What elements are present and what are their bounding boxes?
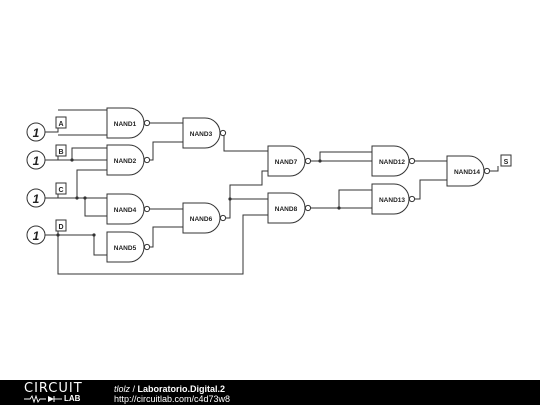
gate-nand4[interactable]: NAND4 [106, 193, 151, 225]
logo-wordmark: CIRCUIT [24, 381, 83, 396]
gate-nand5-label: NAND5 [114, 245, 137, 252]
label-a: A [58, 121, 63, 128]
input-source-c[interactable]: 1 C [26, 182, 67, 208]
junction-dots [56, 158, 341, 237]
label-c: C [58, 187, 63, 194]
label-b: B [58, 149, 63, 156]
gate-nand6[interactable]: NAND6 [182, 202, 227, 234]
wires [45, 109, 499, 275]
output-s[interactable]: S [500, 154, 512, 167]
gate-nand7-label: NAND7 [275, 159, 298, 166]
footer-bar: CIRCUIT LAB tlolz / Laboratorio.Digital.… [0, 380, 540, 405]
gate-nand14-label: NAND14 [454, 169, 480, 176]
breadcrumb: tlolz / Laboratorio.Digital.2 [114, 384, 225, 394]
breadcrumb-separator: / [130, 384, 138, 394]
gate-nand5[interactable]: NAND5 [106, 231, 151, 263]
output-s-label: S [504, 159, 509, 166]
gate-nand2[interactable]: NAND2 [106, 144, 151, 176]
gate-nand8-label: NAND8 [275, 206, 298, 213]
label-d: D [58, 224, 63, 231]
source-c-value: 1 [33, 192, 40, 206]
gate-nand12[interactable]: NAND12 [371, 145, 416, 177]
input-source-d[interactable]: 1 D [26, 219, 67, 245]
gate-nand3[interactable]: NAND3 [182, 117, 227, 149]
gate-nand6-label: NAND6 [190, 216, 213, 223]
source-d-value: 1 [33, 229, 40, 243]
source-a-value: 1 [33, 126, 40, 140]
gate-nand1-label: NAND1 [114, 121, 137, 128]
resistor-diode-icon [24, 395, 62, 403]
source-b-value: 1 [33, 154, 40, 168]
gate-nand4-label: NAND4 [114, 207, 137, 214]
gate-nand3-label: NAND3 [190, 131, 213, 138]
circuitlab-logo[interactable]: CIRCUIT LAB [24, 382, 90, 403]
input-source-a[interactable]: 1 A [26, 116, 67, 142]
breadcrumb-user[interactable]: tlolz [114, 384, 131, 394]
gate-nand13-label: NAND13 [379, 197, 405, 204]
gate-nand7[interactable]: NAND7 [267, 145, 312, 177]
breadcrumb-title[interactable]: Laboratorio.Digital.2 [137, 384, 226, 394]
gate-nand13[interactable]: NAND13 [371, 183, 416, 215]
logo-lab: LAB [64, 394, 81, 403]
gate-nand1[interactable]: NAND1 [106, 107, 151, 139]
gate-nand14[interactable]: NAND14 [446, 155, 491, 187]
circuit-url[interactable]: http://circuitlab.com/c4d73w8 [114, 394, 231, 404]
gate-nand2-label: NAND2 [114, 158, 137, 165]
circuit-schematic[interactable]: 1 A 1 B 1 C 1 D NAND1 NAND2 NAND3 NAND4 [0, 0, 540, 380]
gate-nand12-label: NAND12 [379, 159, 405, 166]
input-source-b[interactable]: 1 B [26, 144, 67, 170]
gate-nand8[interactable]: NAND8 [267, 192, 312, 224]
